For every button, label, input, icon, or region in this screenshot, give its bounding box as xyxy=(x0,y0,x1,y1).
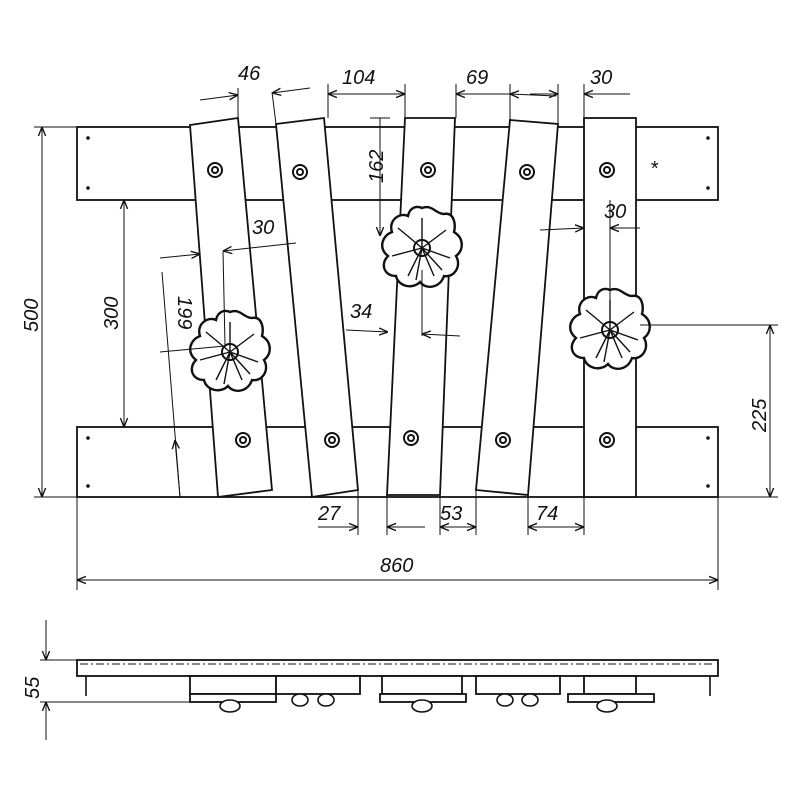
dim-27: 27 xyxy=(317,503,341,525)
dim-30-right: 30 xyxy=(604,201,626,223)
dim-69: 69 xyxy=(466,67,488,89)
dim-104: 104 xyxy=(342,67,375,89)
dim-30-left: 30 xyxy=(252,217,274,239)
dim-34: 34 xyxy=(350,301,372,323)
dim-74: 74 xyxy=(536,503,558,525)
left-dimensions xyxy=(34,126,778,498)
dim-162: 162 xyxy=(366,150,388,183)
dim-30-top: 30 xyxy=(590,67,612,89)
dim-53: 53 xyxy=(440,503,462,525)
inner-dimensions xyxy=(159,117,640,498)
side-view xyxy=(40,620,719,740)
dim-46: 46 xyxy=(238,63,261,85)
rail-screws xyxy=(86,136,710,488)
dim-225: 225 xyxy=(749,398,771,433)
dim-300: 300 xyxy=(101,297,123,330)
bottom-dimensions xyxy=(76,490,719,590)
dim-500: 500 xyxy=(21,299,43,332)
bolt-holes xyxy=(207,162,615,448)
top-dimensions xyxy=(199,84,630,125)
dim-860: 860 xyxy=(380,555,413,577)
dim-55: 55 xyxy=(22,676,44,699)
dim-199: 199 xyxy=(173,296,195,329)
forged-flower-left xyxy=(189,309,271,392)
asterisk-mark: * xyxy=(650,158,659,180)
